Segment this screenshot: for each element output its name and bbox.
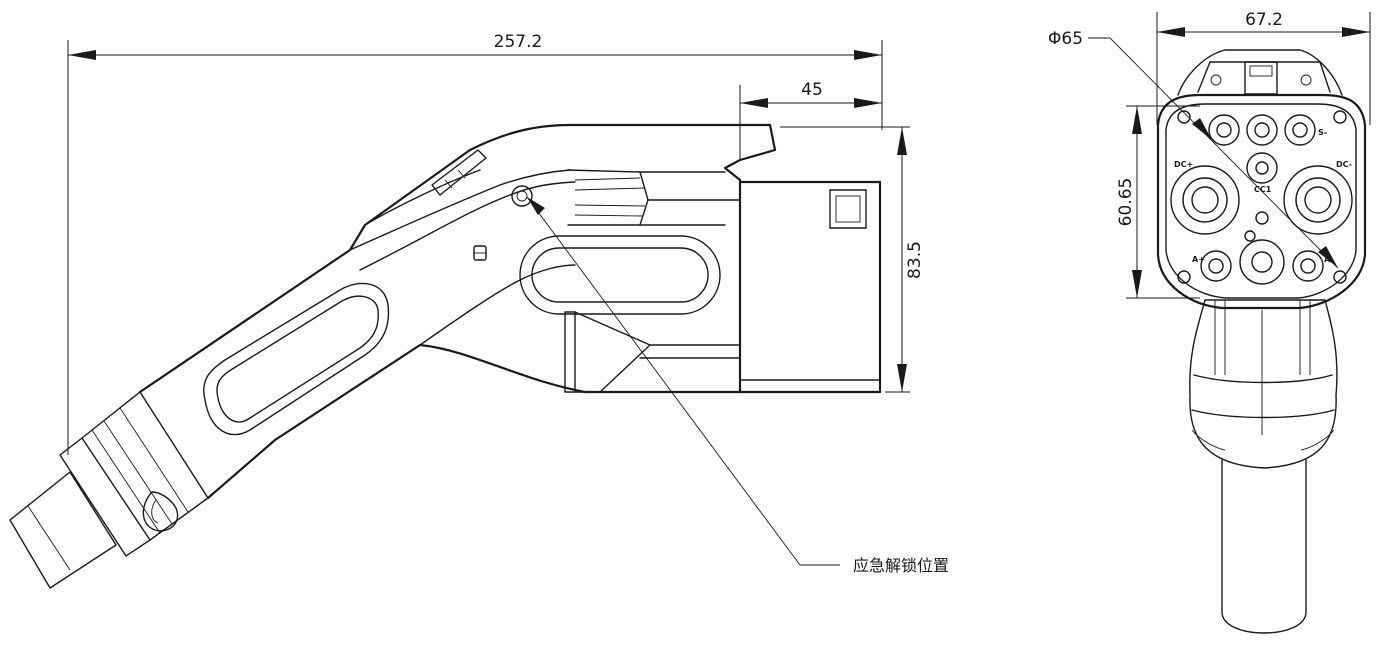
- emergency-unlock-screw: [511, 185, 533, 207]
- handle-top-ridges: [431, 149, 487, 196]
- front-pins: [1170, 114, 1353, 285]
- overall-length-value: 257.2: [494, 32, 543, 52]
- dc-plus-label: DC+: [1174, 160, 1193, 169]
- handle-grip: [203, 282, 390, 436]
- dim-face-width: 67.2: [1156, 10, 1371, 125]
- dim-face-height: 60.65: [1116, 105, 1200, 299]
- s-minus-label: S-: [1318, 128, 1327, 137]
- dc-minus-label: DC-: [1336, 160, 1352, 169]
- latch-collar: [567, 169, 741, 226]
- front-face-housing: [1156, 93, 1367, 310]
- dim-face-diameter: Φ65: [1048, 29, 1339, 269]
- front-cable: [1221, 459, 1307, 634]
- handle-body: [138, 123, 777, 500]
- lower-guard: [564, 311, 741, 393]
- plug-depth-value: 45: [801, 80, 823, 100]
- indicator-light: [142, 491, 179, 532]
- plug-height-value: 83.5: [905, 241, 925, 279]
- side-view: 应急解锁位置 257.2 45 83.5: [9, 32, 949, 589]
- dim-plug-height: 83.5: [780, 126, 925, 393]
- lock-icon: [473, 245, 487, 261]
- side-window: [519, 235, 721, 315]
- cable: [9, 471, 117, 589]
- dim-plug-depth: 45: [739, 80, 882, 160]
- front-latch: [1177, 49, 1343, 96]
- face-diameter-value: Φ65: [1048, 29, 1083, 49]
- face-height-value: 60.65: [1116, 178, 1136, 227]
- cc1-label: CC1: [1254, 185, 1272, 194]
- emergency-unlock-label: 应急解锁位置: [853, 556, 949, 575]
- face-width-value: 67.2: [1245, 10, 1283, 30]
- front-view: DC+ DC- CC1 S- A+ A- Φ65 67.2: [1048, 10, 1371, 634]
- a-plus-label: A+: [1192, 255, 1205, 264]
- front-grip-ring: [1189, 299, 1338, 469]
- dim-overall-length: 257.2: [67, 32, 883, 455]
- plug-nozzle: [738, 180, 882, 394]
- front-pin-labels: DC+ DC- CC1 S- A+ A-: [1174, 128, 1352, 264]
- emergency-unlock-leader: 应急解锁位置: [526, 196, 949, 575]
- cable-collar: [59, 391, 209, 557]
